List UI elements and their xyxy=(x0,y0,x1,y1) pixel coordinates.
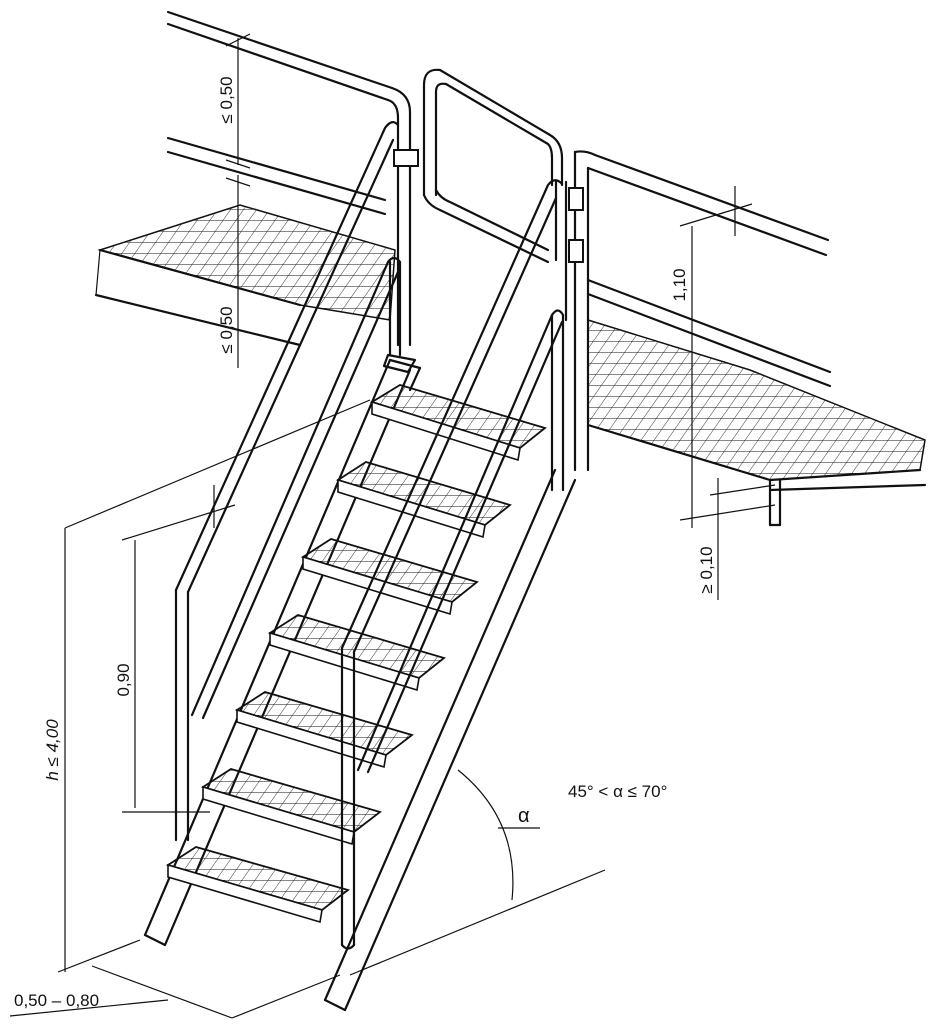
angle-indicator: α 45° < α ≤ 70° xyxy=(349,769,667,976)
hinge-right-bottom-icon xyxy=(568,239,584,263)
tread-6 xyxy=(200,768,382,846)
dim-stair-width-label: 0,50 – 0,80 xyxy=(14,991,99,1010)
right-platform-grating xyxy=(586,318,927,527)
left-guardrail xyxy=(166,10,412,347)
tread-7 xyxy=(165,846,350,924)
left-handrail xyxy=(174,121,417,842)
dim-lower-rail-gap: ≤ 0,50 xyxy=(217,175,251,368)
self-closing-gate xyxy=(393,68,584,264)
dim-upper-rail-gap: ≤ 0,50 xyxy=(217,33,251,169)
hinge-left-icon xyxy=(393,149,419,167)
dim-handrail-height-label: 0,90 xyxy=(114,663,133,696)
dim-stair-height: h ≤ 4,00 xyxy=(43,399,371,973)
left-platform-grating xyxy=(94,204,396,347)
dim-toe-board: ≥ 0,10 xyxy=(697,478,776,600)
right-handrail xyxy=(340,179,568,950)
dim-stair-width: 0,50 – 0,80 xyxy=(9,965,341,1019)
hinge-right-top-icon xyxy=(568,187,584,211)
tread-4 xyxy=(267,614,446,692)
dim-upper-rail-gap-label: ≤ 0,50 xyxy=(217,76,236,123)
angle-symbol-label: α xyxy=(518,805,530,827)
dim-handrail-height: 0,90 xyxy=(114,485,236,813)
dim-toe-board-label: ≥ 0,10 xyxy=(697,546,716,593)
tread-5 xyxy=(234,691,414,769)
dim-guardrail-height: 1,10 xyxy=(670,186,776,528)
dim-lower-rail-gap-label: ≤ 0,50 xyxy=(217,306,236,353)
dim-guardrail-height-label: 1,10 xyxy=(670,268,689,301)
angle-range-label: 45° < α ≤ 70° xyxy=(568,782,667,801)
dim-stair-height-label: h ≤ 4,00 xyxy=(43,719,62,781)
right-guardrail xyxy=(573,150,832,472)
